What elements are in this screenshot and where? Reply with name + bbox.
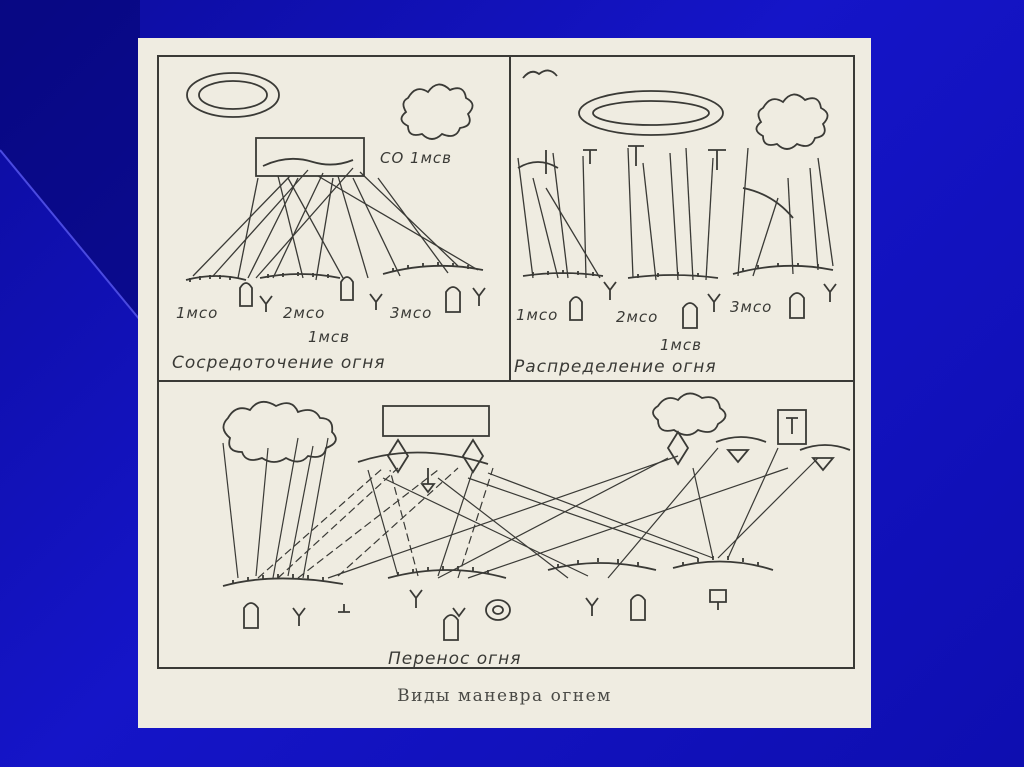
target-square: [777, 409, 807, 445]
panel-concentration-labels: СО 1мсв 1мсо 2мсо 3мсо 1мсв Сосредоточен…: [172, 149, 452, 373]
cloud-target: [400, 83, 474, 140]
mortar-icon: [485, 599, 511, 621]
diagram-frame: [157, 55, 855, 669]
launcher-icon: [709, 589, 727, 610]
target-rectangle: [382, 405, 490, 437]
bmp-icon: [630, 594, 646, 621]
battalion-label: 1мсв: [308, 328, 350, 346]
weapon-icon: [369, 293, 383, 310]
oval-target: [578, 90, 724, 136]
weapon-icon: [472, 287, 486, 306]
panel-transfer: [222, 392, 851, 641]
bmp-icon: [569, 296, 583, 321]
battalion-label: 1мсв: [660, 336, 702, 354]
cloud-target: [652, 392, 727, 436]
figure-caption: Виды маневра огнем: [397, 686, 612, 706]
oval-target: [186, 72, 280, 118]
panel-title: Перенос огня: [388, 649, 521, 669]
panel-distribution: [517, 69, 837, 329]
unit-label: 3мсо: [390, 304, 432, 322]
weapon-icon: [823, 283, 837, 302]
target-rectangle: [255, 137, 365, 177]
panel-title: Распределение огня: [514, 357, 717, 377]
cloud-target: [222, 400, 337, 463]
panel-distribution-labels: 1мсо 2мсо 3мсо 1мсв Распределение огня: [514, 298, 772, 377]
diamond-target: [386, 438, 410, 474]
panel-title: Сосредоточение огня: [172, 353, 386, 373]
weapon-icon: [603, 281, 617, 300]
unit-label: 3мсо: [730, 298, 772, 316]
bmp-icon: [243, 602, 259, 629]
weapon-icon: [409, 589, 423, 608]
target-label: СО 1мсв: [380, 149, 452, 167]
weapon-icon: [259, 295, 273, 312]
unit-label: 2мсо: [616, 308, 658, 326]
weapon-icon: [585, 597, 599, 616]
bmp-icon: [443, 614, 459, 641]
bmp-icon: [239, 282, 253, 307]
weapon-icon: [452, 607, 466, 618]
weapon-icon: [338, 604, 350, 613]
bmp-icon: [682, 302, 698, 329]
bmp-icon: [445, 286, 461, 313]
diamond-target: [461, 438, 485, 474]
panel-transfer-labels: Перенос огня: [388, 649, 521, 669]
unit-label: 1мсо: [516, 306, 558, 324]
unit-label: 1мсо: [176, 304, 218, 322]
unit-label: 2мсо: [283, 304, 325, 322]
weapon-icon: [292, 607, 306, 626]
fire-maneuver-diagram: СО 1мсв 1мсо 2мсо 3мсо 1мсв Сосредоточен…: [157, 55, 855, 669]
cloud-target: [755, 93, 829, 150]
bmp-icon: [789, 292, 805, 319]
figure-diagram: СО 1мсв 1мсо 2мсо 3мсо 1мсв Сосредоточен…: [138, 38, 871, 728]
weapon-icon: [707, 293, 721, 312]
bmp-icon: [340, 276, 354, 301]
diamond-target: [666, 430, 690, 466]
panel-concentration: [185, 72, 486, 313]
